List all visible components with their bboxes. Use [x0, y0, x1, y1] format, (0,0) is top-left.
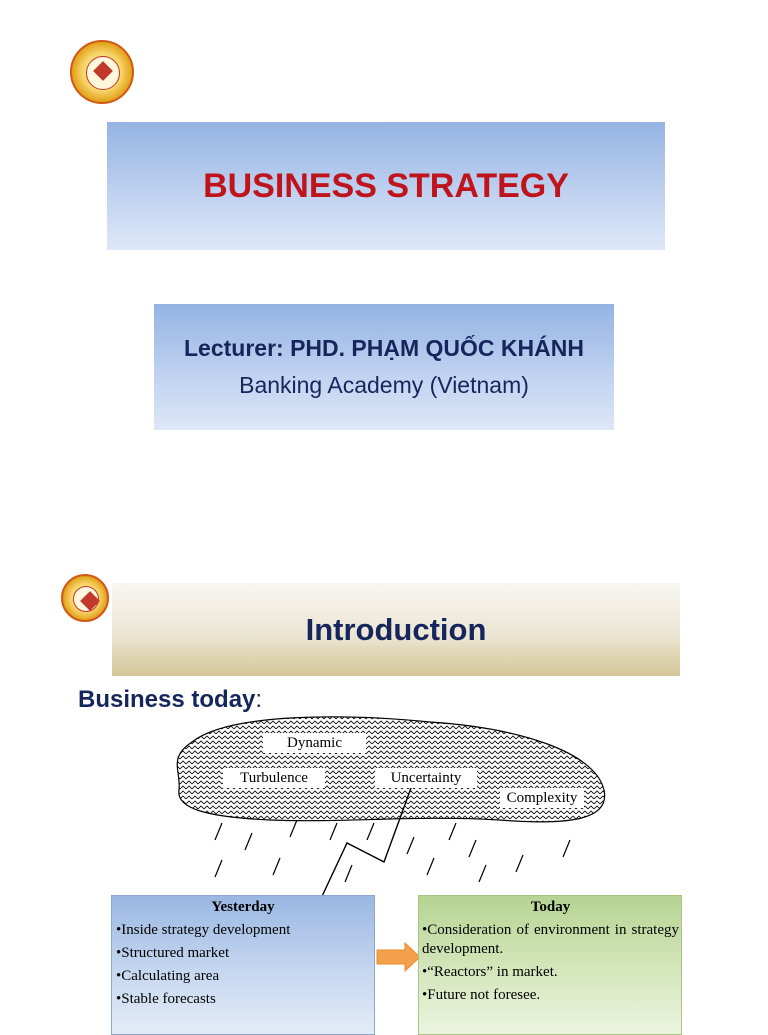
yesterday-title: Yesterday [211, 899, 275, 915]
banking-academy-logo [70, 40, 134, 104]
lightning-arrow [314, 787, 412, 913]
lecturer-name: Lecturer: PHD. PHẠM QUỐC KHÁNH [184, 335, 584, 361]
yesterday-item: •Inside strategy development [116, 922, 291, 938]
lecturer-banner: Lecturer: PHD. PHẠM QUỐC KHÁNH Banking A… [154, 304, 614, 430]
yesterday-box: Yesterday •Inside strategy development •… [111, 895, 375, 1035]
today-item: •Consideration of environment in strateg… [422, 922, 679, 957]
intro-banner: Introduction [112, 583, 680, 676]
yesterday-item: •Stable forecasts [116, 991, 216, 1007]
institution-name: Banking Academy (Vietnam) [239, 372, 529, 398]
today-title: Today [530, 899, 571, 915]
right-arrow [376, 941, 421, 973]
yesterday-item: •Calculating area [116, 968, 220, 984]
cloud-label-dynamic: Dynamic [263, 733, 366, 753]
slide-title: BUSINESS STRATEGY [203, 166, 569, 205]
yesterday-item: •Structured market [116, 945, 230, 961]
heading-bold: Business today [78, 686, 256, 713]
today-item: •Future not foresee. [422, 987, 541, 1003]
intro-title: Introduction [305, 611, 487, 647]
today-item: •“Reactors” in market. [422, 964, 558, 980]
banking-academy-logo-small [61, 574, 109, 622]
today-box: Today •Consideration of environment in s… [418, 895, 682, 1035]
cloud-label-complexity: Complexity [500, 788, 584, 808]
rain-lines [214, 819, 571, 883]
cloud-label-turbulence: Turbulence [223, 768, 325, 788]
title-banner: BUSINESS STRATEGY [107, 122, 665, 250]
cloud-label-uncertainty: Uncertainty [375, 768, 477, 788]
business-today-heading: Business today: [78, 686, 262, 714]
heading-colon: : [255, 686, 263, 713]
